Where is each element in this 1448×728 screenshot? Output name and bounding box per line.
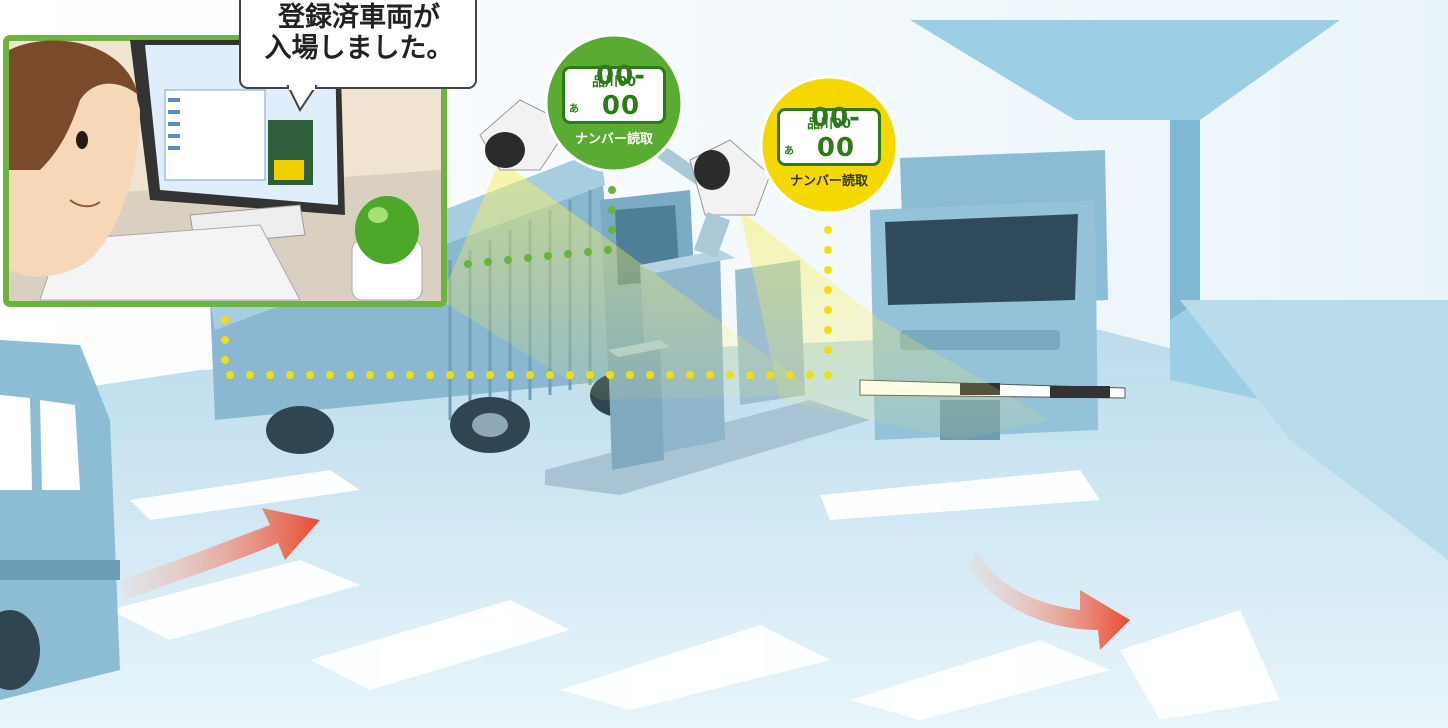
crosswalk <box>110 470 1280 720</box>
entry-notification: 登録済車両が 入場しました。 <box>248 0 470 88</box>
license-plate-left: 品川00 あ 00-00 <box>562 61 666 124</box>
scan-dots-green <box>464 186 616 268</box>
plate-caption: ナンバー読取 <box>789 174 868 189</box>
camera-right-body <box>657 139 771 258</box>
exit-arrow <box>970 550 1130 650</box>
plate-kana: あ <box>784 146 794 157</box>
plate-number: 00-00 <box>596 61 646 121</box>
plate-kana: あ <box>569 104 579 115</box>
plate-region: 品川00 <box>806 117 852 132</box>
left-truck <box>0 340 120 700</box>
plate-number: 00-00 <box>811 103 861 163</box>
notification-line-2: 入場しました。 <box>264 33 454 64</box>
camera-left-plate-readout: 品川00 あ 00-00 ナンバー読取 <box>556 58 672 158</box>
scan-dots <box>221 226 832 379</box>
notification-line-1: 登録済車両が <box>278 2 440 33</box>
right-camera-beam <box>740 210 1050 440</box>
camera-right-plate-readout: 品川00 あ 00-00 ナンバー読取 <box>771 100 887 200</box>
plate-region: 品川00 <box>591 75 637 90</box>
plate-caption: ナンバー読取 <box>574 132 653 147</box>
left-camera-beam <box>440 160 820 400</box>
license-plate-right: 品川00 あ 00-00 <box>777 103 881 166</box>
speech-bubble <box>239 0 477 112</box>
gate-island <box>545 400 870 495</box>
entry-arrow <box>120 508 320 600</box>
